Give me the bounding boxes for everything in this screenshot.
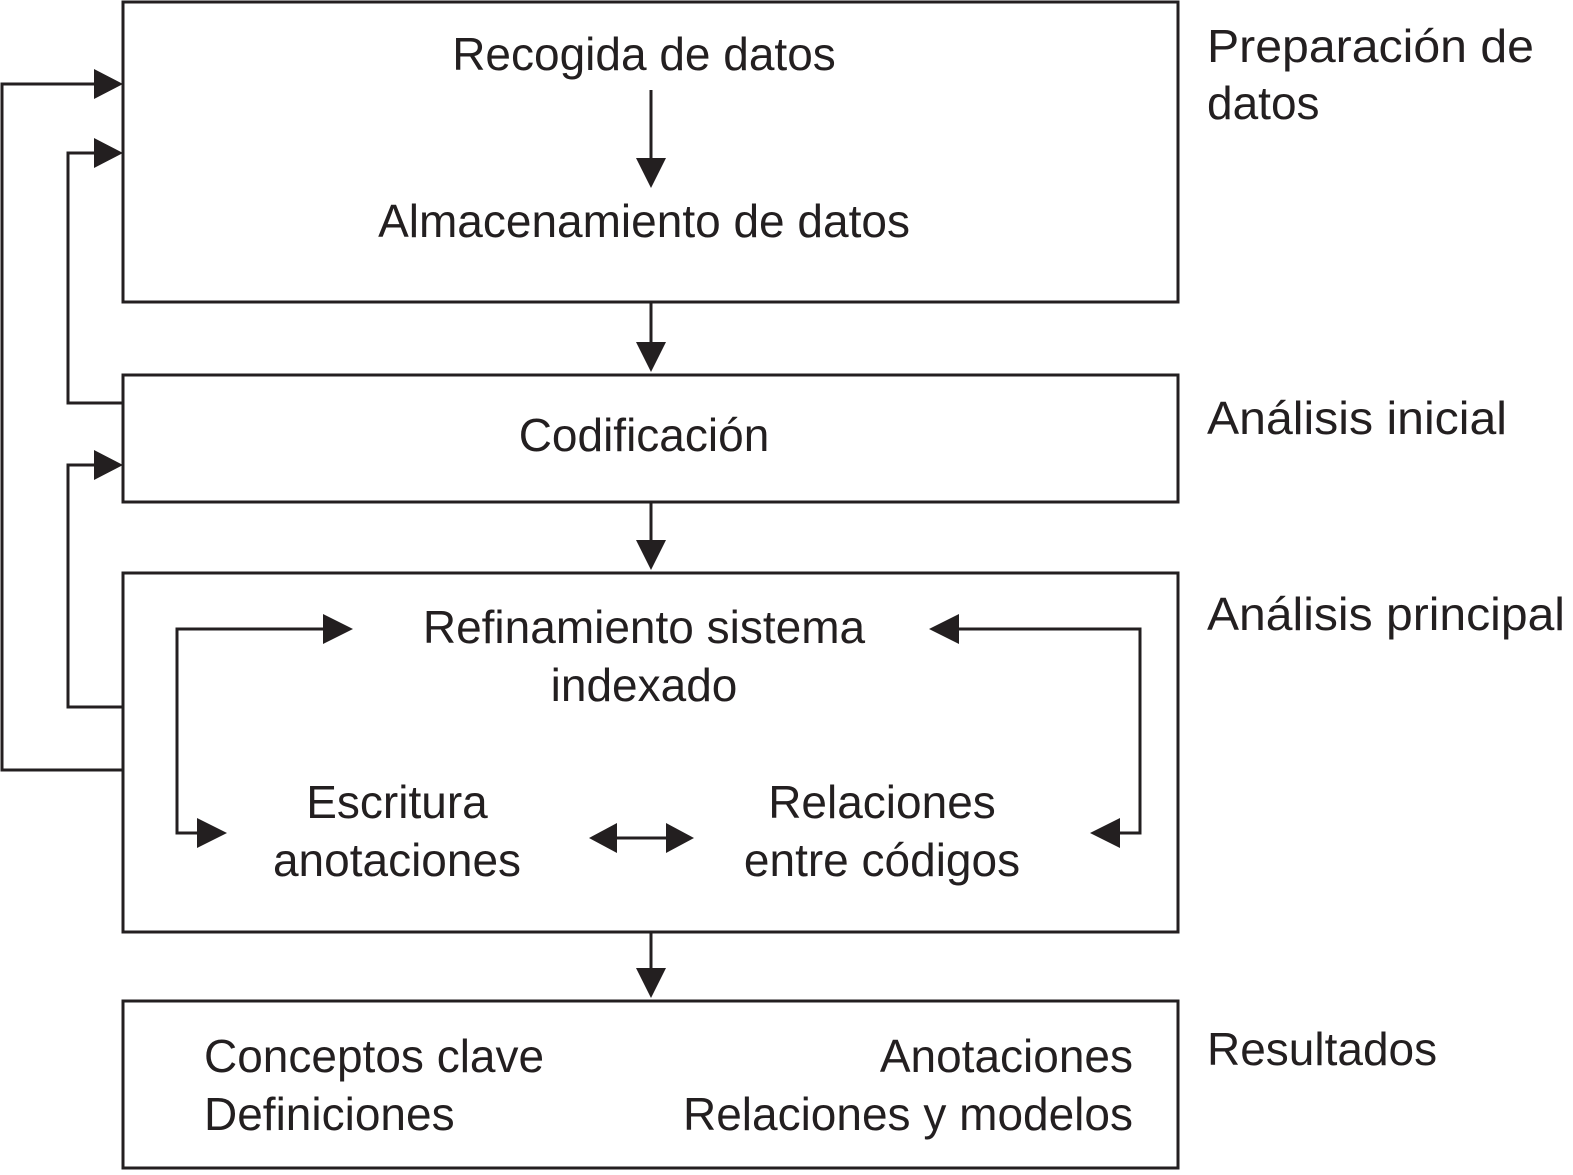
feedback-main-to-coding-line bbox=[66, 463, 123, 709]
feedback-main-to-collect-line bbox=[0, 82, 123, 772]
box-coding bbox=[121, 373, 1180, 504]
double-arrow-left-head bbox=[589, 823, 617, 853]
arrow-main-to-results-head bbox=[636, 968, 666, 998]
loop-right-to-refine-head bbox=[929, 614, 959, 644]
write-notes-label-line1: Escritura bbox=[306, 776, 488, 828]
loop-right-line bbox=[957, 627, 1142, 835]
box-results bbox=[121, 999, 1180, 1170]
results-left-line1: Conceptos clave bbox=[204, 1030, 544, 1082]
loop-left-to-notes-head bbox=[197, 818, 227, 848]
coding-label: Codificación bbox=[519, 409, 770, 461]
feedback-coding-to-prep-line bbox=[66, 151, 123, 405]
store-data-label: Almacenamiento de datos bbox=[378, 195, 910, 247]
double-arrow-right-head bbox=[666, 823, 694, 853]
loop-left-line bbox=[175, 627, 326, 835]
refine-index-label-line1: Refinamiento sistema bbox=[423, 601, 866, 653]
collect-data-label: Recogida de datos bbox=[452, 28, 836, 80]
results-left-line2: Definiciones bbox=[204, 1088, 455, 1140]
arrow-collect-to-store-head bbox=[636, 158, 666, 188]
refine-index-label-line2: indexado bbox=[551, 659, 738, 711]
stage-preparation-line2: datos bbox=[1207, 77, 1320, 129]
feedback-main-to-collect-head bbox=[94, 69, 123, 99]
arrow-prep-to-coding-head bbox=[636, 342, 666, 372]
code-relations-label-line2: entre códigos bbox=[744, 834, 1020, 886]
box-main-analysis bbox=[121, 571, 1180, 934]
results-right-line2: Relaciones y modelos bbox=[683, 1088, 1133, 1140]
stage-results: Resultados bbox=[1207, 1023, 1437, 1075]
stage-initial-analysis: Análisis inicial bbox=[1207, 392, 1507, 444]
write-notes-label-line2: anotaciones bbox=[273, 834, 521, 886]
stage-main-analysis: Análisis principal bbox=[1207, 588, 1565, 640]
code-relations-label-line1: Relaciones bbox=[768, 776, 996, 828]
loop-left-to-refine-head bbox=[323, 614, 353, 644]
stage-preparation-line1: Preparación de bbox=[1207, 20, 1534, 72]
loop-right-to-relations-head bbox=[1090, 818, 1120, 848]
arrow-coding-to-main-head bbox=[636, 540, 666, 570]
feedback-coding-to-prep-head bbox=[94, 138, 123, 168]
feedback-main-to-coding-head bbox=[94, 450, 123, 480]
results-right-line1: Anotaciones bbox=[880, 1030, 1133, 1082]
